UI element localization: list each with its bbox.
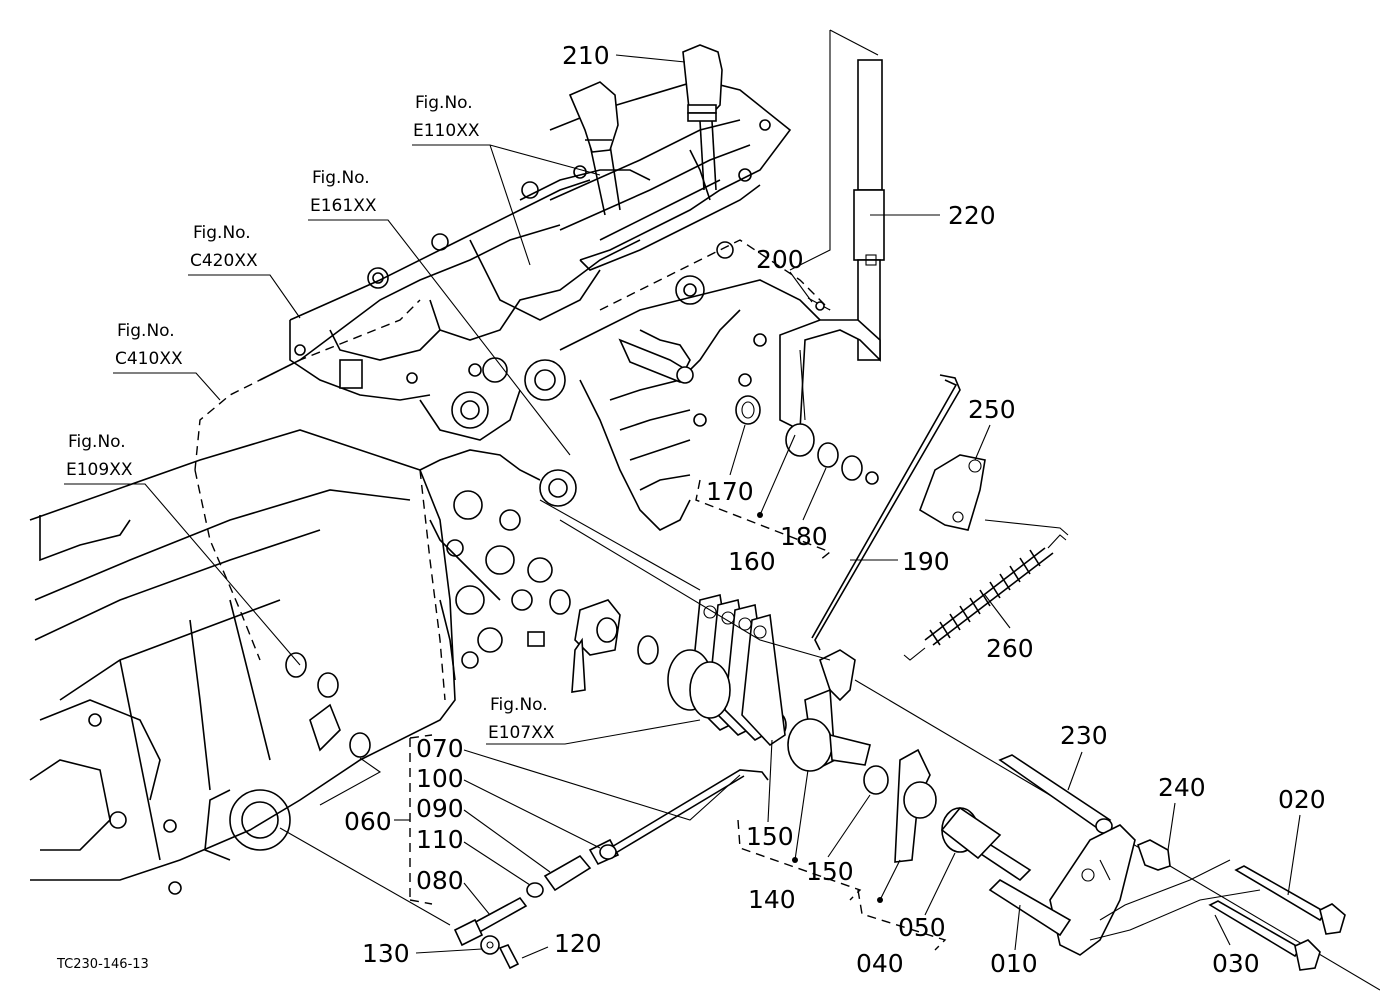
washer-130 (480, 935, 500, 955)
fig-ref-c420-line1: Fig.No. (193, 223, 251, 243)
bolt-120 (498, 944, 520, 970)
figure-code: TC230-146-13 (56, 957, 149, 972)
fig-reference-labels: Fig.No. E110XX Fig.No. E161XX Fig.No. C4… (64, 93, 701, 745)
part-callouts: 210 220 200 250 170 180 160 190 260 230 … (344, 41, 1326, 978)
fig-ref-e110-line2: E110XX (413, 121, 480, 141)
fig-ref-c410-line2: C410XX (115, 349, 183, 369)
label-210: 210 (562, 41, 610, 70)
collar-180 (817, 442, 839, 468)
label-250: 250 (968, 395, 1016, 424)
label-120: 120 (554, 929, 602, 958)
label-220: 220 (948, 201, 996, 230)
label-070: 070 (416, 734, 464, 763)
label-260: 260 (986, 634, 1034, 663)
rod-070 (609, 769, 769, 849)
label-170: 170 (706, 477, 754, 506)
fig-ref-e107: Fig.No. E107XX (486, 695, 701, 745)
lever-220-upper (857, 59, 883, 191)
label-030: 030 (1212, 949, 1260, 978)
label-090: 090 (416, 794, 464, 823)
label-050: 050 (898, 913, 946, 942)
fig-ref-e109-line1: Fig.No. (68, 432, 126, 452)
pin-230 (998, 754, 1112, 832)
label-140: 140 (748, 885, 796, 914)
label-100: 100 (416, 764, 464, 793)
link-plates (667, 594, 786, 747)
label-190: 190 (902, 547, 950, 576)
spring-260 (903, 534, 1067, 661)
label-150-b: 150 (806, 857, 854, 886)
fig-ref-e107-line1: Fig.No. (490, 695, 548, 715)
bush-170 (735, 395, 761, 425)
label-200: 200 (756, 245, 804, 274)
boss-140 (787, 718, 833, 772)
bracket-250 (919, 454, 986, 531)
label-150-a: 150 (746, 822, 794, 851)
label-040: 040 (856, 949, 904, 978)
plate-010 (1049, 824, 1136, 956)
fig-ref-e109-line2: E109XX (66, 460, 133, 480)
bolt-240 (1136, 839, 1171, 871)
label-010: 010 (990, 949, 1038, 978)
fig-ref-c410: Fig.No. C410XX (113, 321, 221, 401)
fig-ref-e161-line1: Fig.No. (312, 168, 370, 188)
fig-ref-e107-line2: E107XX (488, 723, 555, 743)
ring-150b (863, 765, 889, 795)
label-080: 080 (416, 866, 464, 895)
transmission-housing (29, 44, 831, 895)
fig-ref-c420-line2: C420XX (190, 251, 258, 271)
label-230: 230 (1060, 721, 1108, 750)
fig-ref-e161-line2: E161XX (310, 196, 377, 216)
fig-ref-c420: Fig.No. C420XX (188, 223, 301, 319)
fig-ref-e161: Fig.No. E161XX (308, 168, 571, 456)
label-020: 020 (1278, 785, 1326, 814)
label-160: 160 (728, 547, 776, 576)
fig-ref-c410-line1: Fig.No. (117, 321, 175, 341)
bolt-020 (1234, 865, 1327, 922)
label-060: 060 (344, 807, 392, 836)
label-240: 240 (1158, 773, 1206, 802)
label-180: 180 (780, 522, 828, 551)
fig-ref-e110-line1: Fig.No. (415, 93, 473, 113)
fig-ref-e110: Fig.No. E110XX (412, 93, 601, 266)
linkage-parts (279, 29, 1380, 991)
rod-190 (814, 374, 961, 651)
label-130: 130 (362, 939, 410, 968)
fig-ref-e109: Fig.No. E109XX (64, 432, 301, 666)
bolt-030 (1208, 900, 1302, 958)
bracket-arm (779, 319, 881, 432)
lever-220-middle (853, 189, 885, 261)
part-090 (543, 854, 592, 892)
label-110: 110 (416, 825, 464, 854)
